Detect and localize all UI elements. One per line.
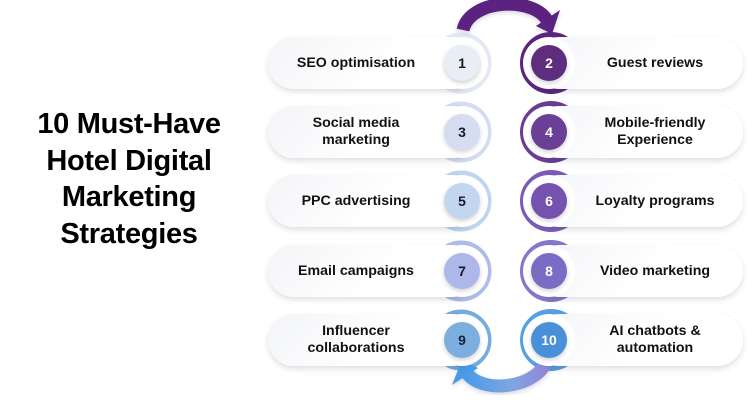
pill-label: PPC advertising (301, 192, 411, 209)
badge-1: 1 (444, 45, 480, 81)
pill-seo-optimisation[interactable]: SEO optimisation 1 (268, 37, 488, 89)
badge-2: 2 (531, 45, 567, 81)
badge-10: 10 (531, 322, 567, 358)
pill-ai-chatbots-automation[interactable]: 10 AI chatbots & automation (523, 314, 743, 366)
badge-4: 4 (531, 114, 567, 150)
badge-8: 8 (531, 253, 567, 289)
pill-mobile-friendly-experience[interactable]: 4 Mobile-friendly Experience (523, 106, 743, 158)
title-line-4: Strategies (60, 217, 198, 250)
pill-label: Guest reviews (606, 54, 704, 71)
title-line-3: Marketing (61, 181, 197, 214)
pill-label: Influencer collaborations (307, 323, 405, 356)
pill-label: Mobile-friendly Experience (604, 115, 706, 148)
pill-influencer-collaborations[interactable]: Influencer collaborations 9 (268, 314, 488, 366)
title-line-1: 10 Must-Have (37, 108, 221, 140)
pill-label: AI chatbots & automation (609, 323, 701, 356)
badge-3: 3 (444, 114, 480, 150)
badge-5: 5 (444, 183, 480, 219)
pill-label: Video marketing (599, 262, 711, 279)
pill-email-campaigns[interactable]: Email campaigns 7 (268, 245, 488, 297)
pill-guest-reviews[interactable]: 2 Guest reviews (523, 37, 743, 89)
pill-social-media-marketing[interactable]: Social media marketing 3 (268, 106, 488, 158)
pill-loyalty-programs[interactable]: 6 Loyalty programs (523, 175, 743, 227)
pill-ppc-advertising[interactable]: PPC advertising 5 (268, 175, 488, 227)
pill-video-marketing[interactable]: 8 Video marketing (523, 245, 743, 297)
pill-label: Social media marketing (312, 115, 400, 148)
title-line-2: Hotel Digital (46, 144, 212, 177)
badge-7: 7 (444, 253, 480, 289)
pill-label: Loyalty programs (595, 192, 715, 209)
badge-9: 9 (444, 322, 480, 358)
pill-label: SEO optimisation (296, 54, 416, 71)
top-curved-arrow (456, 0, 560, 34)
badge-6: 6 (531, 183, 567, 219)
pill-label: Email campaigns (298, 262, 414, 279)
page-title: 10 Must-Have Hotel Digital Marketing Str… (0, 106, 258, 252)
